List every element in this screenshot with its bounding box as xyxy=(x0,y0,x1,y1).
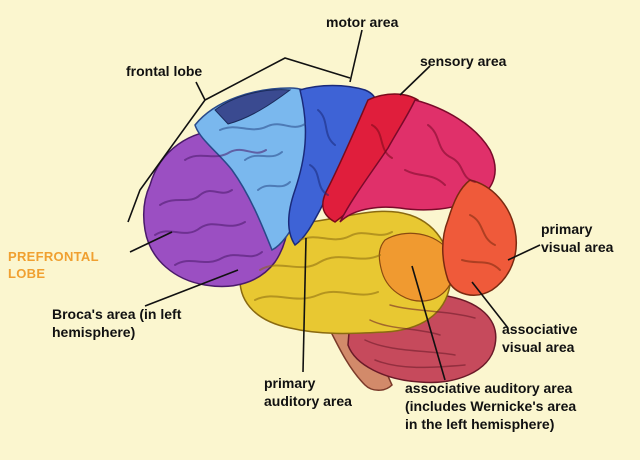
gyri-texture xyxy=(154,109,501,369)
parietal-region xyxy=(339,99,496,223)
label-brocas-line2: hemisphere) xyxy=(52,324,136,340)
associative-auditory-region xyxy=(378,232,455,302)
label-brocas-area: Broca's area (in left hemisphere) xyxy=(52,305,181,341)
label-frontal-lobe: frontal lobe xyxy=(126,63,203,79)
frontal-top-region xyxy=(214,89,292,125)
label-prefrontal-lobe: PREFRONTAL LOBE xyxy=(8,248,99,282)
label-associative-visual-line2: visual area xyxy=(502,339,575,355)
label-prefrontal-line2: LOBE xyxy=(8,266,46,281)
leader-lines xyxy=(127,29,541,381)
motor-area-region xyxy=(287,84,378,247)
label-primary-visual-line1: primary xyxy=(541,221,593,237)
label-assoc-auditory-line2: (includes Wernicke's area xyxy=(405,398,577,414)
label-motor-area: motor area xyxy=(326,14,399,30)
label-assoc-auditory-line1: associative auditory area xyxy=(405,380,573,396)
label-prefrontal-line1: PREFRONTAL xyxy=(8,249,99,264)
occipital-region xyxy=(442,179,517,296)
label-primary-auditory-line2: auditory area xyxy=(264,393,352,409)
label-brocas-line1: Broca's area (in left xyxy=(52,306,182,322)
label-primary-visual-area: primary visual area xyxy=(541,220,613,256)
label-primary-auditory-line1: primary xyxy=(264,375,316,391)
label-primary-auditory-area: primary auditory area xyxy=(264,374,352,410)
label-associative-visual-area: associative visual area xyxy=(502,320,578,356)
label-associative-auditory-area: associative auditory area (includes Wern… xyxy=(405,379,576,433)
label-associative-visual-line1: associative xyxy=(502,321,578,337)
label-primary-visual-line2: visual area xyxy=(541,239,614,255)
label-assoc-auditory-line3: in the left hemisphere) xyxy=(405,416,555,432)
label-sensory-area: sensory area xyxy=(420,53,507,69)
